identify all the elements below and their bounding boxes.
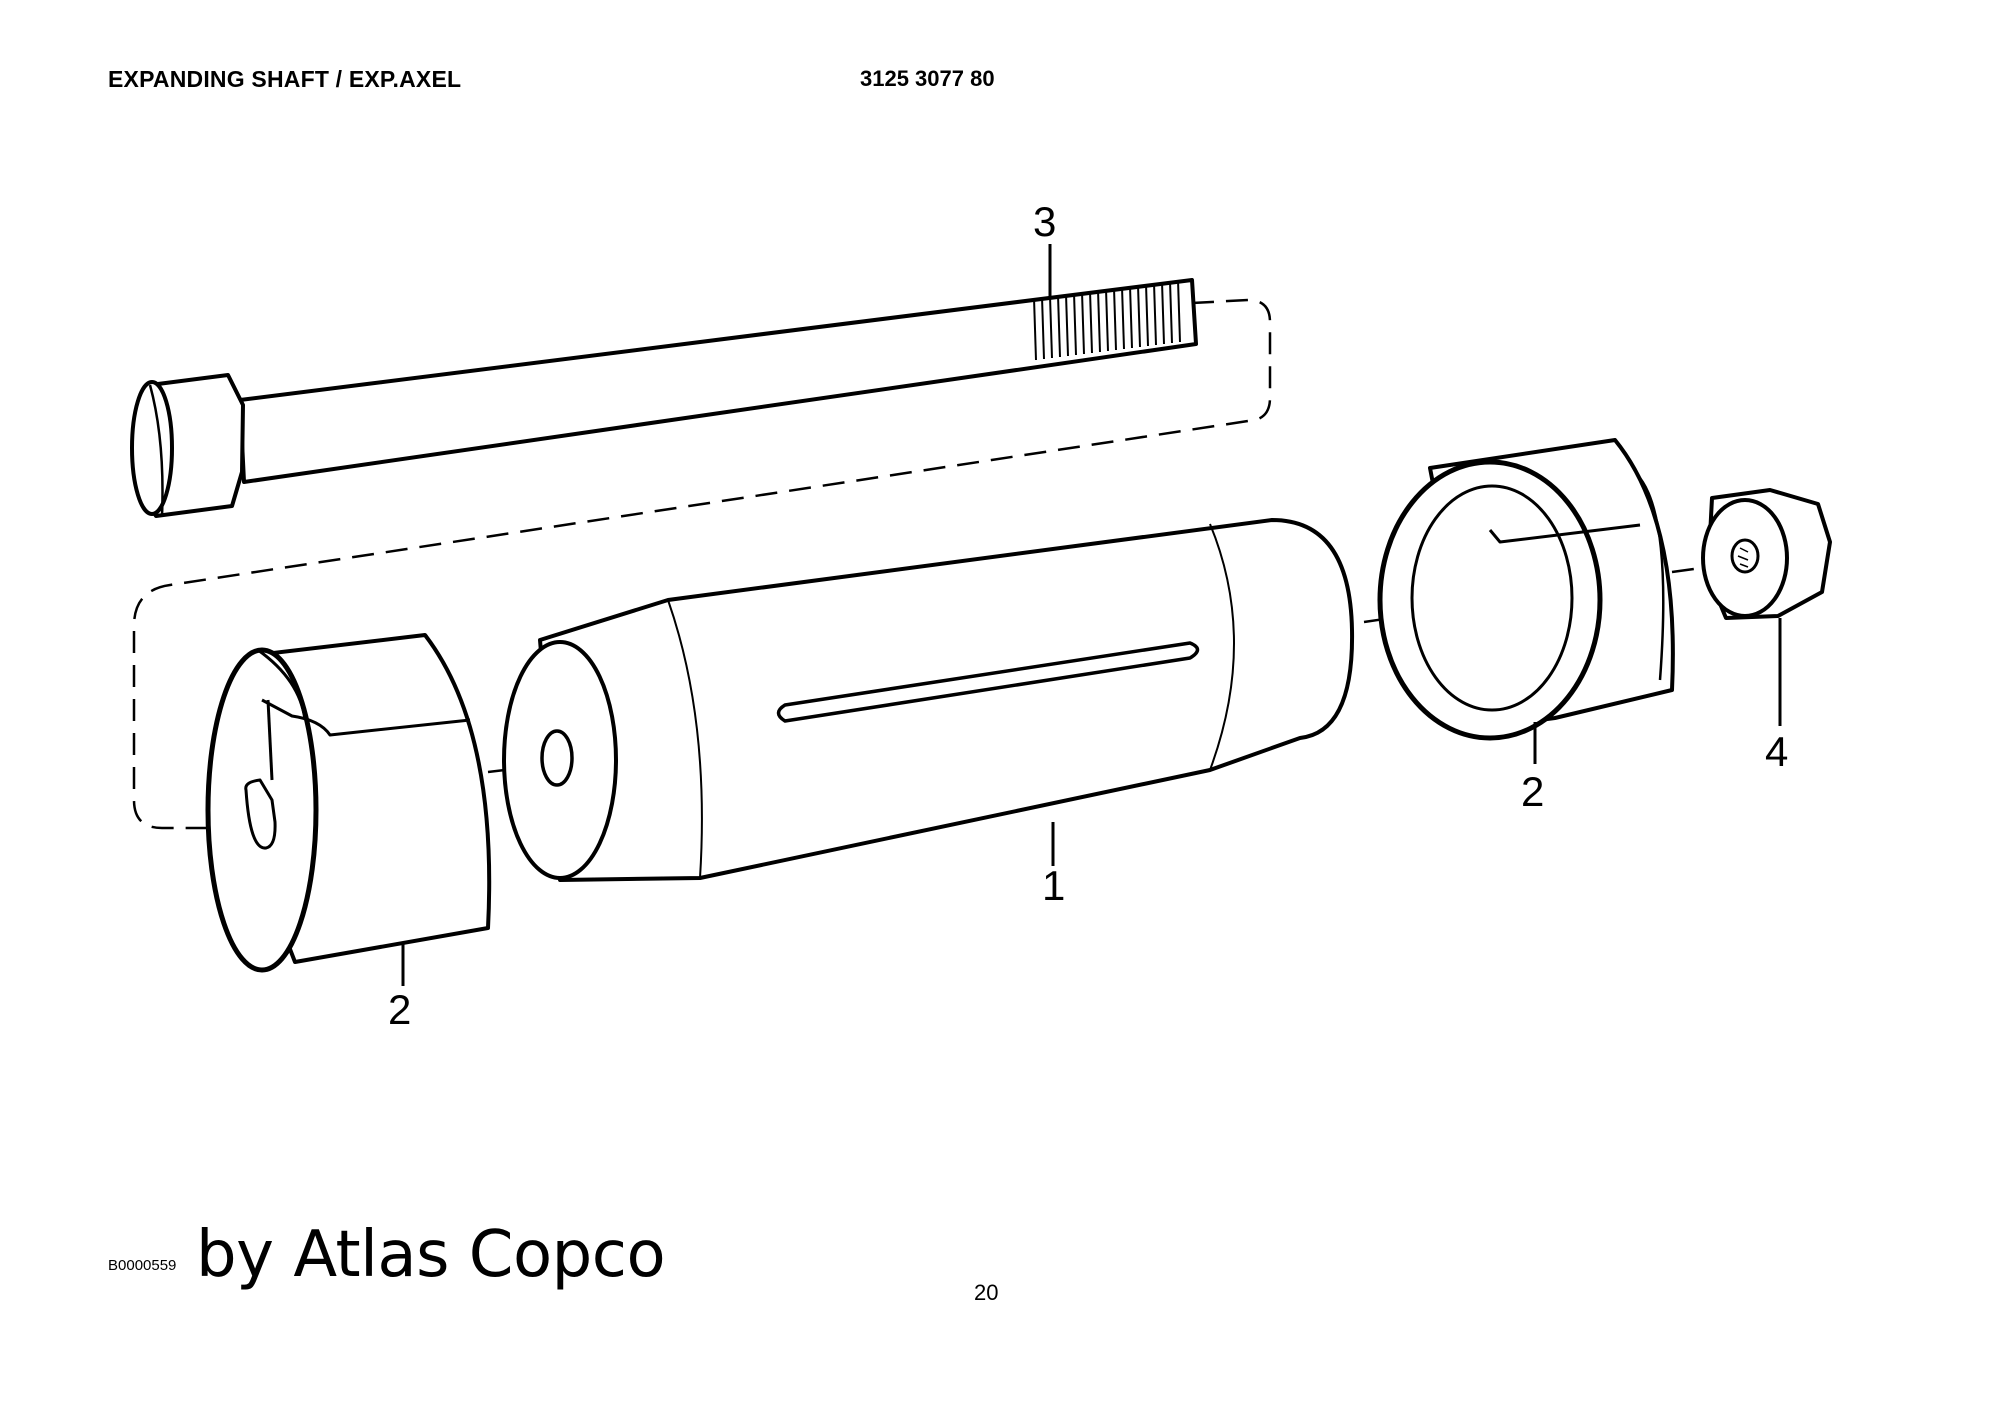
callout-leaders [401,244,1782,986]
page-number: 20 [974,1280,999,1305]
document-title: EXPANDING SHAFT / EXP.AXEL [108,66,462,92]
sleeve-left-part [205,633,492,973]
sleeve-right-part [1377,438,1675,741]
brand-label: by Atlas Copco [196,1218,666,1292]
callout-nut: 4 [1765,728,1788,775]
nut-part [1701,488,1832,620]
bolt-part [130,278,1198,518]
callout-shaft: 1 [1042,862,1065,909]
bolt-thread-lines [1033,279,1181,361]
part-number: 3125 3077 80 [860,66,995,91]
callout-sleeve-left: 2 [388,986,411,1033]
callout-sleeve-right: 2 [1521,768,1544,815]
image-code: B0000559 [108,1257,177,1274]
expanding-shaft-part [502,518,1355,882]
callout-bolt: 3 [1033,198,1056,245]
